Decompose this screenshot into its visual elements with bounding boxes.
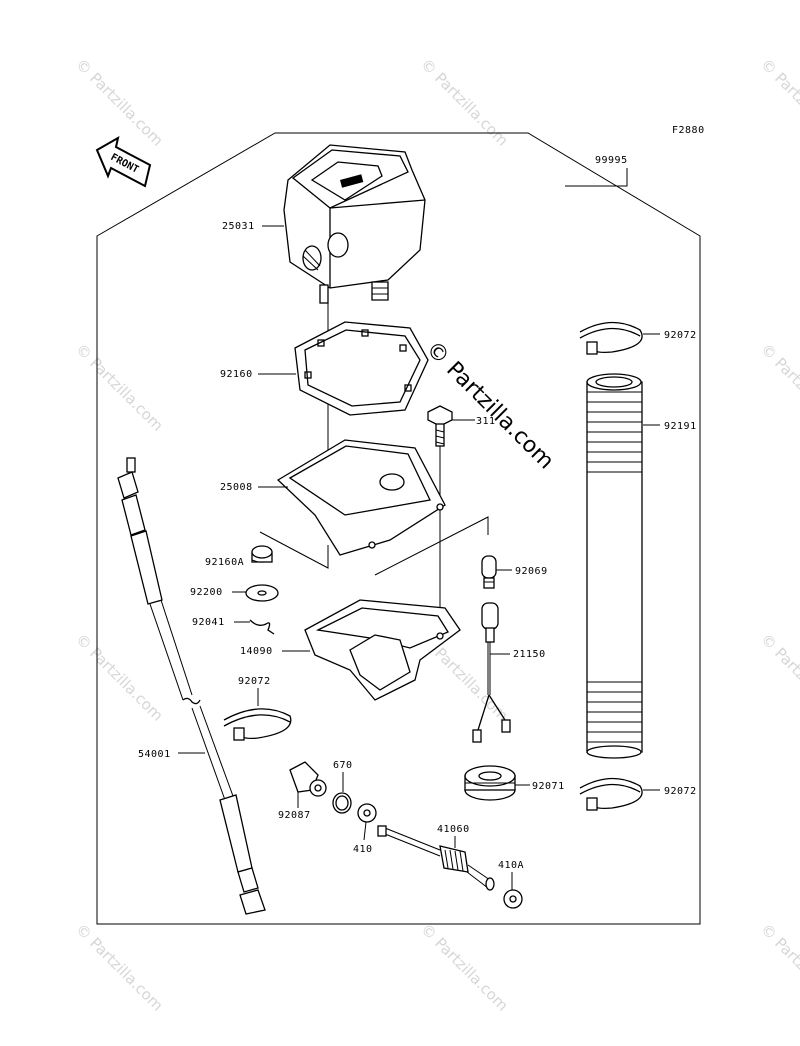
watermark-text: © Partzilla.com xyxy=(417,55,512,150)
label-92071: 92071 xyxy=(532,781,565,792)
label-21150: 21150 xyxy=(513,649,546,660)
fitting-92087[interactable] xyxy=(289,761,327,797)
gear-41060[interactable] xyxy=(377,825,495,891)
label-54001: 54001 xyxy=(138,749,171,760)
label-14090: 14090 xyxy=(240,646,273,657)
watermark-text: © Partzilla.com xyxy=(72,920,167,1015)
grommet-92160A[interactable] xyxy=(251,545,273,563)
callout-labels: 99995 25031 92072 92160 92191 311 25008 … xyxy=(138,155,697,871)
label-92191: 92191 xyxy=(664,421,697,432)
figure-code: F2880 xyxy=(672,125,705,136)
bolt-311[interactable] xyxy=(427,405,453,447)
label-311: 311 xyxy=(476,416,496,427)
band-92072-left[interactable] xyxy=(223,708,292,741)
clip-92041[interactable] xyxy=(249,619,275,635)
watermark-text: © Partzilla.com xyxy=(72,55,167,150)
band-92072-top[interactable] xyxy=(579,321,643,355)
label-92041: 92041 xyxy=(192,617,225,628)
watermark-text: © Partzilla.com xyxy=(72,630,167,725)
cable-54001[interactable] xyxy=(117,457,266,915)
watermark-text: © Partzilla.com xyxy=(757,340,800,435)
boot-92191[interactable] xyxy=(586,373,643,759)
center-watermark: © Partzilla.com xyxy=(421,337,559,475)
watermark-text: © Partzilla.com xyxy=(72,340,167,435)
label-41060: 41060 xyxy=(437,824,470,835)
label-92072: 92072 xyxy=(238,676,271,687)
bulb-92069[interactable] xyxy=(481,555,497,589)
speedometer-head[interactable] xyxy=(283,144,426,304)
leader-lines xyxy=(178,168,660,890)
label-410: 410 xyxy=(353,844,373,855)
watermark-text: © Partzilla.com xyxy=(757,630,800,725)
case-25008[interactable] xyxy=(276,439,446,556)
washer-92200[interactable] xyxy=(245,584,279,602)
watermark-text: © Partzilla.com xyxy=(757,920,800,1015)
label-25031: 25031 xyxy=(222,221,255,232)
washer-410[interactable] xyxy=(357,803,377,823)
label-92072: 92072 xyxy=(664,786,697,797)
o-ring-670[interactable] xyxy=(332,792,352,814)
label-25008: 25008 xyxy=(220,482,253,493)
label-92200: 92200 xyxy=(190,587,223,598)
washer-410A[interactable] xyxy=(503,889,523,909)
label-670: 670 xyxy=(333,760,353,771)
label-92160A: 92160A xyxy=(205,557,244,568)
gasket-92160[interactable] xyxy=(294,321,429,416)
assembly-outline xyxy=(96,132,701,925)
label-92069: 92069 xyxy=(515,566,548,577)
label-92072: 92072 xyxy=(664,330,697,341)
watermark-text: © Partzilla.com xyxy=(417,920,512,1015)
watermark-text: © Partzilla.com xyxy=(757,55,800,150)
cover-14090[interactable] xyxy=(304,599,461,701)
watermark-layer: © Partzilla.com © Partzilla.com © Partzi… xyxy=(72,55,800,1015)
label-99995: 99995 xyxy=(595,155,628,166)
front-arrow: FRONT xyxy=(95,136,152,188)
grommet-92071[interactable] xyxy=(464,765,516,801)
label-92087: 92087 xyxy=(278,810,311,821)
socket-21150[interactable] xyxy=(472,602,511,743)
label-92160: 92160 xyxy=(220,369,253,380)
label-410A: 410A xyxy=(498,860,524,871)
band-92072-bottom[interactable] xyxy=(579,777,643,811)
